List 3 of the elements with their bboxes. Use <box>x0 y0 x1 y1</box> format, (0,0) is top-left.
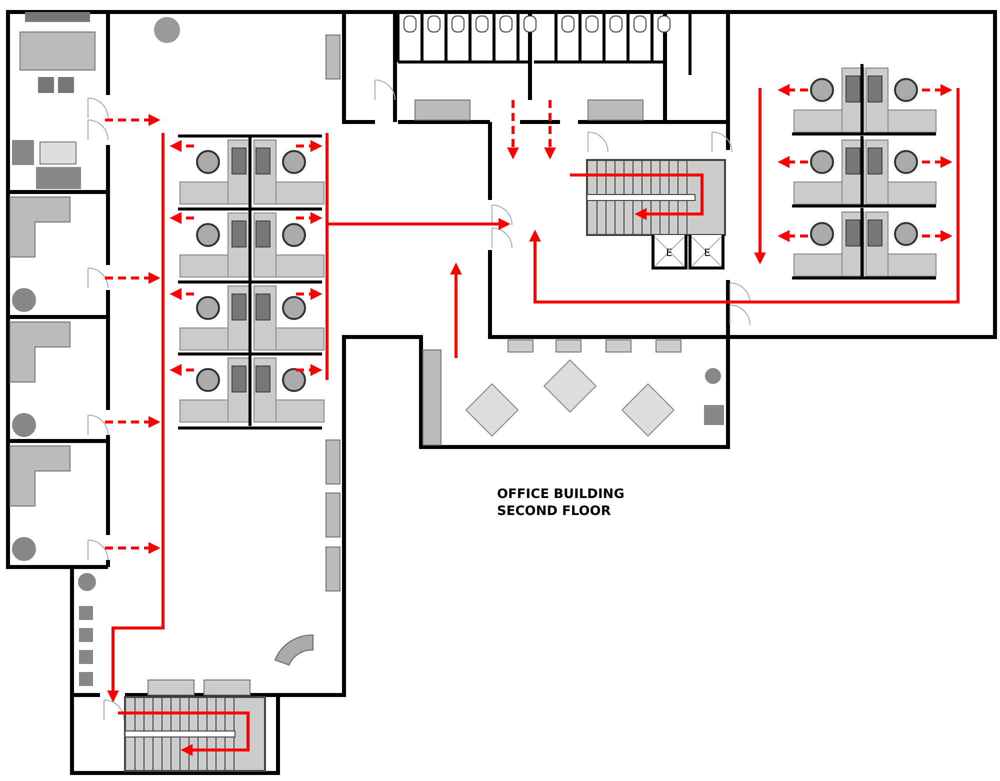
elevator-label: E <box>666 248 672 260</box>
plan-title: OFFICE BUILDING SECOND FLOOR <box>497 486 626 520</box>
elevator-label: E <box>704 248 710 260</box>
